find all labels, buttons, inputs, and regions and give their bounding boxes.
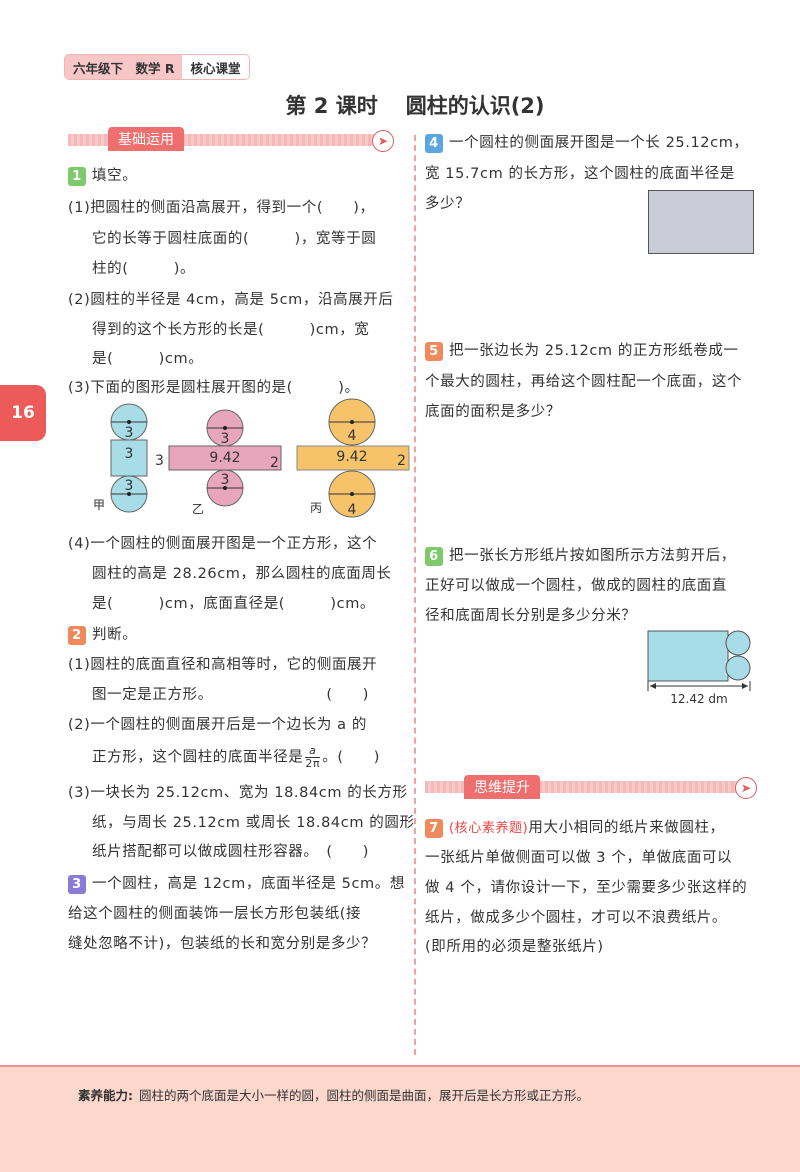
q2-line: 图一定是正方形。 ( ) — [92, 687, 370, 703]
footer-band: 素养能力: 圆柱的两个底面是大小一样的圆，圆柱的侧面是曲面，展开后是长方形或正方形… — [0, 1065, 800, 1172]
q1-text: 填空。 — [92, 168, 138, 184]
series-label: 核心课堂 — [182, 55, 249, 79]
q7-line: (即所用的必须是整张纸片) — [425, 939, 604, 955]
column-divider — [414, 135, 416, 1055]
rectangle-figure — [648, 190, 754, 254]
yi-side-label: 2 — [270, 455, 279, 471]
jia-side-label: 3 — [155, 453, 164, 469]
footer-note: 素养能力: 圆柱的两个底面是大小一样的圆，圆柱的侧面是曲面，展开后是长方形或正方形… — [78, 1085, 589, 1104]
yi-top-label: 3 — [221, 431, 230, 447]
bing-bottom-label: 4 — [348, 502, 357, 518]
paper-plane-icon: ➤ — [735, 777, 757, 799]
jia-top-label: 3 — [125, 425, 134, 441]
q2-text: 正方形，这个圆柱的底面半径是 — [92, 749, 304, 766]
q4-line: 宽 15.7cm 的长方形，这个圆柱的底面半径是 — [425, 166, 735, 182]
q2-line: (3)一块长为 25.12cm、宽为 18.84cm 的长方形 — [68, 785, 408, 801]
lesson-topic: 圆柱的认识(2) — [405, 94, 545, 118]
jia-label: 甲 — [93, 498, 105, 512]
cylinder-nets-figure: 3 3 3 3 甲 3 9.42 2 3 乙 4 9.42 2 4 丙 — [93, 398, 410, 518]
q1-line: (1)把圆柱的侧面沿高展开，得到一个( )， — [68, 200, 375, 216]
q2-line: (2)一个圆柱的侧面展开后是一个边长为 a 的 — [68, 717, 367, 733]
yi-rect-label: 9.42 — [209, 450, 240, 466]
bing-side-label: 2 — [397, 453, 406, 469]
net-yi: 3 9.42 2 3 乙 — [168, 409, 282, 516]
header-badge: 六年级下 数学 R 核心课堂 — [64, 54, 250, 80]
jia-bottom-label: 3 — [125, 478, 134, 494]
q2-line: (1)圆柱的底面直径和高相等时，它的侧面展开 — [68, 657, 378, 673]
q7-heading: 7 (核心素养题)用大小相同的纸片来做圆柱， — [425, 816, 725, 838]
section-basic-label: 基础运用 — [108, 127, 184, 151]
q3-line: 缝处忽略不计)，包装纸的长和宽分别是多少？ — [68, 936, 377, 952]
q1-line: (3)下面的图形是圆柱展开图的是( )。 — [68, 380, 360, 396]
q1-heading: 1 填空。 — [68, 164, 137, 186]
core-literacy-tag: (核心素养题) — [449, 821, 529, 836]
q1-line: 得到的这个长方形的长是( )cm，宽 — [92, 322, 370, 338]
q1-line: (4)一个圆柱的侧面展开图是一个正方形，这个 — [68, 536, 378, 552]
q7-line: 纸片，做成多少个圆柱，才可以不浪费纸片。 — [425, 910, 727, 926]
fraction-denominator: 2π — [305, 757, 321, 770]
q1-line: 是( )cm，底面直径是( )cm。 — [92, 596, 376, 612]
q1-line: (2)圆柱的半径是 4cm，高是 5cm，沿高展开后 — [68, 292, 394, 308]
paper-cut-figure: 12.42 dm — [647, 630, 751, 706]
q6-line: 正好可以做成一个圆柱，做成的圆柱的底面直 — [425, 578, 727, 594]
page-number: 16 — [0, 385, 46, 441]
page-title: 第 2 课时 圆柱的认识(2) — [0, 90, 800, 120]
q3-text: 一个圆柱，高是 12cm，底面半径是 5cm。想 — [92, 876, 405, 892]
footer-label: 素养能力: — [78, 1088, 133, 1103]
q5-number: 5 — [425, 342, 443, 361]
q4-heading: 4 一个圆柱的侧面展开图是一个长 25.12cm， — [425, 131, 749, 153]
q4-number: 4 — [425, 134, 443, 153]
width-label: 12.42 dm — [670, 692, 727, 706]
q3-line: 给这个圆柱的侧面装饰一层长方形包装纸(接 — [68, 906, 362, 922]
net-bing: 4 9.42 2 4 丙 — [296, 398, 410, 518]
bing-top-label: 4 — [348, 428, 357, 444]
paper-plane-icon: ➤ — [372, 130, 394, 152]
jia-rect-label: 3 — [125, 446, 134, 462]
q4-text: 一个圆柱的侧面展开图是一个长 25.12cm， — [449, 135, 749, 151]
q1-line: 它的长等于圆柱底面的( )，宽等于圆 — [92, 231, 377, 247]
yi-bottom-label: 3 — [221, 472, 230, 488]
lesson-number: 第 2 课时 — [285, 94, 378, 118]
q1-line: 圆柱的高是 28.26cm，那么圆柱的底面周长 — [92, 566, 392, 582]
q5-text: 把一张边长为 25.12cm 的正方形纸卷成一 — [449, 343, 739, 359]
bing-label: 丙 — [310, 501, 322, 515]
q1-line: 柱的( )。 — [92, 261, 196, 277]
footer-text: 圆柱的两个底面是大小一样的圆，圆柱的侧面是曲面，展开后是长方形或正方形。 — [139, 1088, 590, 1103]
grade-label: 六年级下 数学 R — [65, 55, 183, 79]
q6-line: 径和底面周长分别是多少分米？ — [425, 608, 637, 624]
q2-text: 。( ) — [322, 749, 381, 766]
q7-line: 一张纸片单做侧面可以做 3 个，单做底面可以 — [425, 850, 733, 866]
q3-number: 3 — [68, 875, 86, 894]
q7-text: 用大小相同的纸片来做圆柱， — [528, 820, 725, 836]
q1-number: 1 — [68, 167, 86, 186]
q5-line: 个最大的圆柱，再给这个圆柱配一个底面，这个 — [425, 374, 743, 390]
q2-line: 纸片搭配都可以做成圆柱形容器。 ( ) — [92, 844, 370, 860]
net-jia: 3 3 3 3 甲 — [93, 403, 164, 513]
q2-text: 判断。 — [92, 627, 138, 643]
q6-heading: 6 把一张长方形纸片按如图所示方法剪开后， — [425, 544, 736, 566]
q7-number: 7 — [425, 819, 443, 838]
q1-line: 是( )cm。 — [92, 351, 204, 367]
q7-line: 做 4 个，请你设计一下，至少需要多少张这样的 — [425, 880, 748, 896]
q6-text: 把一张长方形纸片按如图所示方法剪开后， — [449, 548, 736, 564]
q2-number: 2 — [68, 626, 86, 645]
q3-heading: 3 一个圆柱，高是 12cm，底面半径是 5cm。想 — [68, 872, 405, 894]
fraction-numerator: a — [305, 745, 321, 758]
yi-label: 乙 — [192, 502, 204, 516]
q2-heading: 2 判断。 — [68, 623, 137, 645]
bing-rect-label: 9.42 — [336, 449, 367, 465]
q5-line: 底面的面积是多少？ — [425, 404, 561, 420]
q6-number: 6 — [425, 547, 443, 566]
section-advanced-label: 思维提升 — [464, 775, 540, 799]
q5-heading: 5 把一张边长为 25.12cm 的正方形纸卷成一 — [425, 339, 739, 361]
q2-line: 纸，与周长 25.12cm 或周长 18.84cm 的圆形 — [92, 815, 415, 831]
q4-line: 多少？ — [425, 196, 471, 212]
